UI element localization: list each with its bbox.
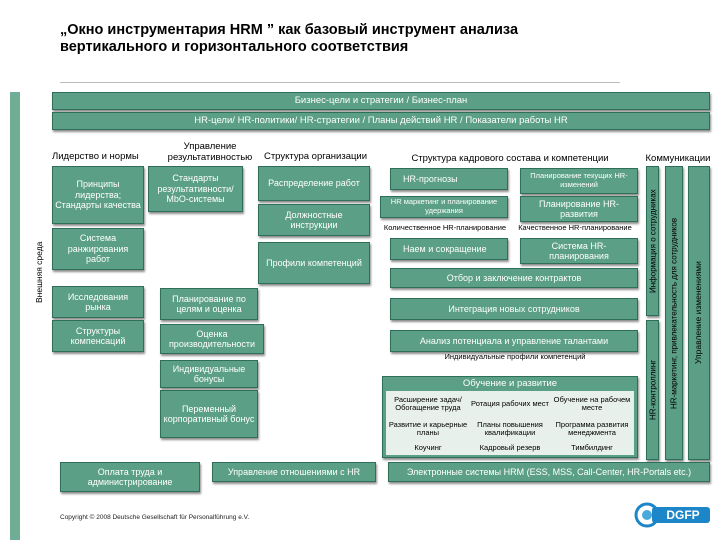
- performance-evaluation-box: Оценка производительности: [160, 324, 264, 354]
- current-changes-box: Планирование текущих HR-изменений: [520, 168, 638, 194]
- talent-management-box: Анализ потенциала и управление талантами: [390, 330, 638, 352]
- change-management-bar: Управление изменениями: [688, 166, 710, 460]
- training-grid: [386, 391, 634, 455]
- hr-relations-box: Управление отношениями с HR: [212, 462, 376, 482]
- copyright-text: Copyright © 2008 Deutsche Gesellschaft f…: [60, 514, 250, 521]
- employee-info-label: Информация о сотрудниках: [647, 189, 657, 293]
- planning-system-box: Система HR-планирования: [520, 238, 638, 264]
- header-communications: Коммуникации: [645, 153, 711, 164]
- hr-forecasts-box: HR-прогнозы: [390, 168, 508, 190]
- training-cell: Тимбилдинг: [571, 443, 613, 453]
- training-cell: Обучение на рабочем месте: [553, 394, 631, 412]
- hr-controlling-label: HR-контроллинг: [647, 359, 657, 421]
- external-environment-bar: [10, 92, 20, 540]
- individual-profiles-label: Индивидуальные профили компетенций: [444, 352, 586, 361]
- hr-goals-bar: HR-цели/ HR-политики/ HR-стратегии / Пла…: [52, 112, 710, 130]
- integration-box: Интеграция новых сотрудников: [390, 298, 638, 320]
- title-underline: [60, 82, 620, 83]
- training-cell: Программа развития менеджмента: [555, 419, 629, 437]
- training-cell: Кадровый резерв: [479, 443, 541, 453]
- electronic-hrm-systems-box: Электронные системы HRM (ESS, MSS, Call-…: [388, 462, 710, 482]
- training-cell: Планы повышения квалификации: [477, 419, 543, 437]
- individual-bonus-box: Индивидуальные бонусы: [160, 360, 258, 388]
- goal-planning-box: Планирование по целям и оценка: [160, 288, 258, 320]
- hr-controlling-bar: HR-контроллинг: [646, 320, 659, 460]
- qualitative-planning-label: Качественное HR-планирование: [518, 223, 632, 232]
- hr-development-box: Планирование HR-развития: [520, 196, 638, 222]
- header-leadership: Лидерство и нормы: [52, 151, 139, 162]
- leadership-principles-box: Принципы лидерства; Стандарты качества: [52, 166, 144, 224]
- header-structure: Структура организации: [263, 151, 368, 162]
- business-goals-bar: Бизнес-цели и стратегии / Бизнес-план: [52, 92, 710, 110]
- training-cell: Коучинг: [414, 443, 442, 453]
- hr-marketing-label: HR-маркетинг, привлекательность для сотр…: [669, 217, 679, 409]
- hr-marketing-planning-box: HR маркетинг и планирование удержания: [380, 196, 508, 218]
- employee-info-bar: Информация о сотрудниках: [646, 166, 659, 316]
- training-cell: Развитие и карьерные планы: [388, 419, 468, 437]
- payroll-box: Оплата труда и администрирование: [60, 462, 200, 492]
- quantitative-planning-label: Количественное HR-планирование: [383, 223, 507, 232]
- external-environment-label: Внешняя среда: [34, 241, 44, 303]
- job-ranking-box: Система ранжирования работ: [52, 228, 144, 270]
- hr-marketing-bar: HR-маркетинг, привлекательность для сотр…: [665, 166, 683, 460]
- dgfp-logo-icon: [634, 502, 710, 528]
- corporate-bonus-box: Переменный корпоративный бонус: [160, 390, 258, 438]
- training-cell: Расширение задач/ Обогащение труда: [394, 394, 462, 412]
- training-cell: Ротация рабочих мест: [471, 398, 549, 408]
- change-management-label: Управление изменениями: [693, 261, 704, 365]
- dgfp-logo-text: DGFP: [666, 508, 700, 522]
- compensation-structures-box: Структуры компенсаций: [52, 320, 144, 352]
- dgfp-logo: DGFP: [632, 500, 712, 530]
- header-staff: Структура кадрового состава и компетенци…: [411, 153, 609, 164]
- performance-standards-box: Стандарты результативности/ MbO-системы: [148, 166, 243, 212]
- header-performance: Управление результативностью: [167, 141, 253, 163]
- hire-release-box: Наем и сокращение: [390, 238, 508, 260]
- page-title: „Окно инструментария HRM ” как базовый и…: [60, 22, 519, 55]
- work-distribution-box: Распределение работ: [258, 166, 370, 201]
- selection-contracts-box: Отбор и заключение контрактов: [390, 268, 638, 288]
- market-research-box: Исследования рынка: [52, 286, 144, 318]
- training-title: Обучение и развитие: [462, 378, 558, 389]
- job-descriptions-box: Должностные инструкции: [258, 204, 370, 236]
- competency-profiles-box: Профили компетенций: [258, 242, 370, 284]
